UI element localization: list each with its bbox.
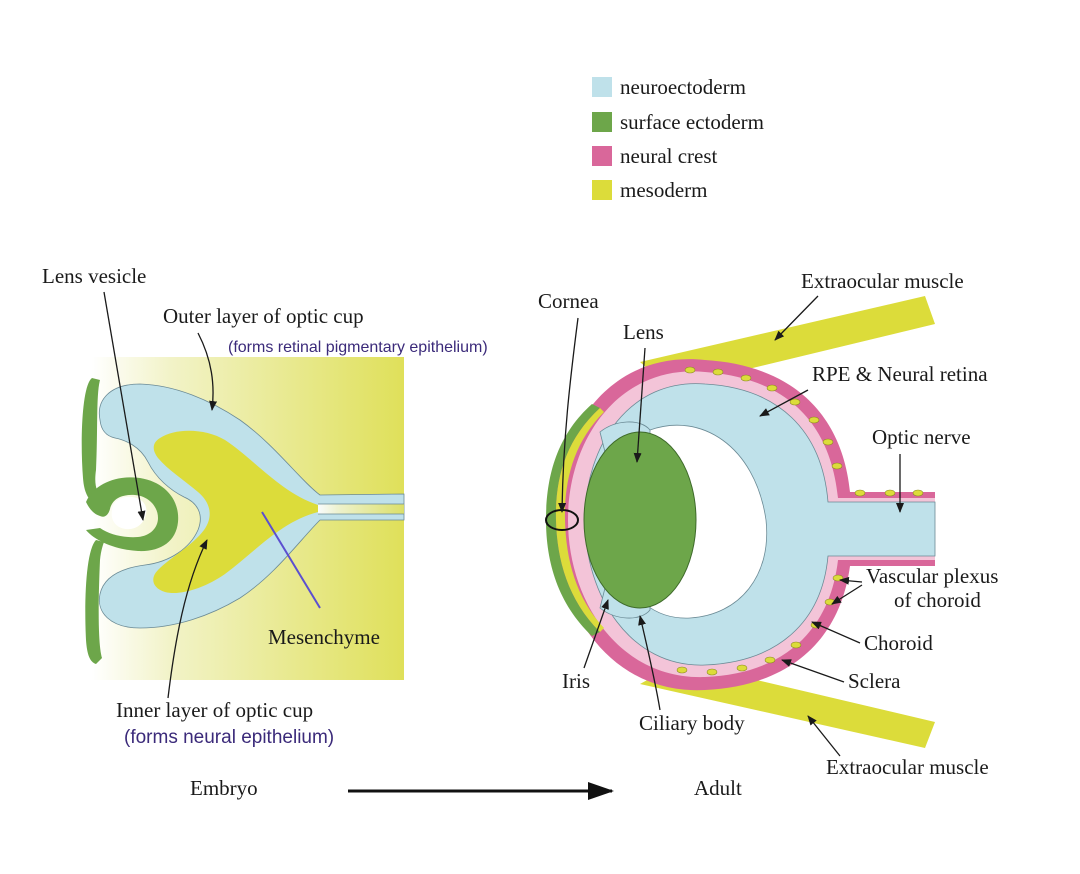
pointer-inner-layer	[167, 539, 208, 699]
label-choroid: Choroid	[864, 631, 933, 655]
label-rpe-neural-retina: RPE & Neural retina	[812, 362, 988, 386]
label-lens-vesicle: Lens vesicle	[42, 264, 146, 288]
legend-item-neural-crest: neural crest	[592, 144, 718, 168]
legend-swatch-mesoderm	[592, 180, 612, 200]
pointer-lens-vesicle	[103, 291, 146, 521]
embryo-mesenchyme-core	[153, 430, 318, 594]
note-inner-layer: (forms neural epithelium)	[124, 727, 334, 748]
label-extraocular-muscle-bottom: Extraocular muscle	[826, 755, 989, 779]
embryo-diagram: Lens vesicle Outer layer of optic cup (f…	[42, 264, 488, 748]
label-inner-layer-optic-cup: Inner layer of optic cup	[116, 698, 313, 722]
pointer-extraocular-top	[774, 295, 819, 341]
legend-swatch-surface-ectoderm	[592, 112, 612, 132]
label-mesenchyme: Mesenchyme	[268, 625, 380, 649]
pointer-cornea	[558, 317, 579, 513]
label-extraocular-muscle-top: Extraocular muscle	[801, 269, 964, 293]
label-embryo: Embryo	[190, 776, 258, 800]
legend-item-neuroectoderm: neuroectoderm	[592, 75, 746, 99]
legend-label-neuroectoderm: neuroectoderm	[620, 75, 746, 99]
legend-label-mesoderm: mesoderm	[620, 178, 707, 202]
label-vascular-plexus: Vascular plexus	[866, 564, 998, 588]
label-lens: Lens	[623, 320, 664, 344]
label-cornea: Cornea	[538, 289, 599, 313]
legend-swatch-neural-crest	[592, 146, 612, 166]
legend: neuroectoderm surface ectoderm neural cr…	[592, 75, 764, 202]
label-adult: Adult	[694, 776, 742, 800]
pointer-choroid	[811, 621, 861, 644]
label-iris: Iris	[562, 669, 590, 693]
embryo-lens-vesicle-lumen	[111, 496, 147, 530]
legend-item-mesoderm: mesoderm	[592, 178, 707, 202]
legend-label-surface-ectoderm: surface ectoderm	[620, 110, 764, 134]
cornea-stroma	[555, 408, 604, 632]
pointer-vascular-1	[839, 576, 863, 585]
label-outer-layer-optic-cup: Outer layer of optic cup	[163, 304, 364, 328]
pointer-rpe	[759, 389, 809, 417]
legend-item-surface-ectoderm: surface ectoderm	[592, 110, 764, 134]
pointer-sclera	[781, 659, 845, 683]
embryo-surface-ectoderm	[81, 378, 104, 664]
pointer-ciliary	[638, 615, 661, 711]
pointer-extraocular-bottom	[807, 715, 841, 757]
embryo-lens-vesicle	[86, 477, 179, 552]
label-optic-nerve: Optic nerve	[872, 425, 971, 449]
pointer-iris	[583, 599, 609, 669]
pointer-vascular-2	[831, 584, 863, 605]
label-of-choroid: of choroid	[894, 588, 981, 612]
cornea-epithelium	[546, 404, 600, 636]
embryo-optic-stalk-lumen	[318, 504, 404, 514]
label-sclera: Sclera	[848, 669, 901, 693]
adult-eye-diagram: Cornea Lens Extraocular muscle RPE & Neu…	[538, 269, 998, 779]
legend-swatch-neuroectoderm	[592, 77, 612, 97]
pointer-outer-layer	[197, 332, 218, 411]
pointer-lens	[633, 347, 646, 463]
mesenchyme-pointer-line	[261, 511, 321, 609]
embryo-optic-stalk-walls	[318, 503, 404, 515]
legend-label-neural-crest: neural crest	[620, 144, 718, 168]
note-outer-layer: (forms retinal pigmentary epithelium)	[228, 339, 488, 356]
adult-lens	[583, 431, 697, 609]
label-ciliary-body: Ciliary body	[639, 711, 745, 735]
